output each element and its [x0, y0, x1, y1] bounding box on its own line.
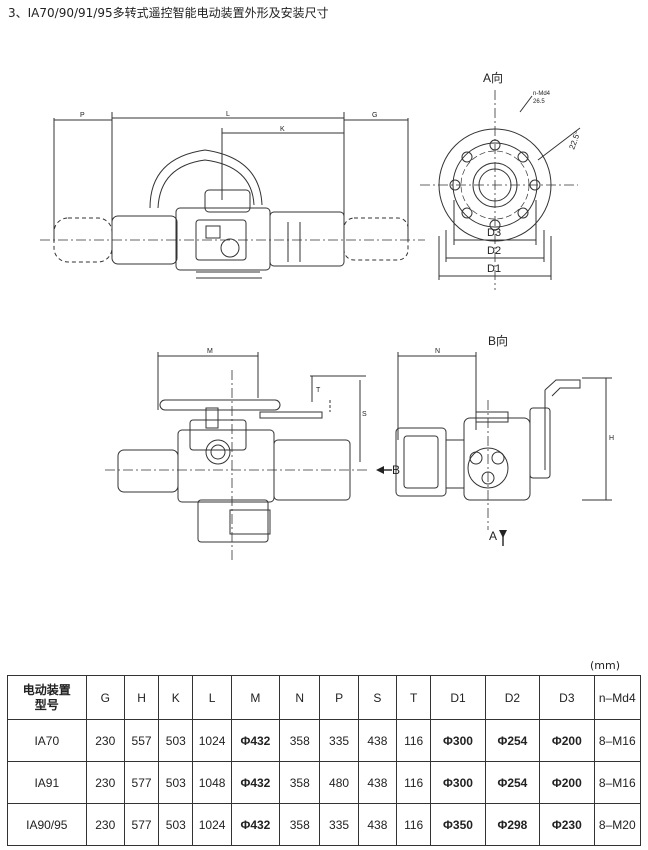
dim-p: P [80, 112, 85, 119]
cell: 8–M16 [593, 761, 642, 804]
cell: 8–M16 [593, 719, 642, 762]
table-header-row: 电动装置 型号 G H K L M N P S T D1 D2 D3 n–Md4 [7, 675, 642, 720]
header-p: P [319, 675, 359, 720]
cell: Φ432 [230, 803, 281, 846]
cell: Φ254 [484, 719, 541, 762]
cell: 557 [123, 719, 160, 762]
spec-table: 电动装置 型号 G H K L M N P S T D1 D2 D3 n–Md4… [7, 675, 642, 846]
arrow-a-label: A [489, 529, 497, 543]
cell: 358 [279, 761, 321, 804]
cell: 438 [357, 803, 398, 846]
cell: 116 [396, 719, 432, 762]
flange-view-drawing [420, 90, 581, 290]
cell: 230 [85, 761, 125, 804]
dim-g: G [372, 112, 377, 119]
cell: 335 [319, 803, 359, 846]
dim-h: H [609, 435, 614, 442]
table-row: IA90/95 230 577 503 1024 Φ432 358 335 43… [7, 803, 642, 846]
cell: 438 [357, 719, 398, 762]
header-model: 电动装置 型号 [7, 675, 87, 720]
cell: 335 [319, 719, 359, 762]
cell: 1024 [192, 719, 232, 762]
cell: 358 [279, 719, 321, 762]
header-n: N [279, 675, 321, 720]
arrow-b [376, 466, 384, 474]
cell: 116 [396, 761, 432, 804]
dim-d1: D1 [487, 263, 501, 275]
header-h: H [123, 675, 160, 720]
header-l: L [192, 675, 232, 720]
cell: 8–M20 [593, 803, 642, 846]
cell: Φ298 [484, 803, 541, 846]
front-view-drawing [105, 352, 370, 560]
dim-d2: D2 [487, 245, 501, 257]
cell-model: IA70 [7, 719, 87, 762]
cell-model: IA90/95 [7, 803, 87, 846]
dim-depth: 26.5 [533, 99, 545, 105]
side-view-drawing [40, 112, 425, 279]
dim-d3: D3 [487, 227, 501, 239]
dim-t: T [316, 387, 321, 394]
cell: 230 [85, 719, 125, 762]
dim-n: N [435, 348, 440, 355]
page-title: 3、IA70/90/91/95多转式遥控智能电动装置外形及安装尺寸 [8, 6, 329, 20]
header-t: T [396, 675, 432, 720]
cell: Φ300 [430, 761, 486, 804]
cell: 480 [319, 761, 359, 804]
table-row: IA91 230 577 503 1048 Φ432 358 480 438 1… [7, 761, 642, 804]
cell: 116 [396, 803, 432, 846]
cell: Φ200 [539, 761, 595, 804]
cell: Φ254 [484, 761, 541, 804]
cell: Φ230 [539, 803, 595, 846]
cell: 230 [85, 803, 125, 846]
b-view-drawing [395, 352, 612, 530]
cell: 1048 [192, 761, 232, 804]
dim-l: L [226, 111, 230, 118]
cell: Φ432 [230, 761, 281, 804]
dim-angle: 22.5° [567, 130, 582, 151]
cell: 1024 [192, 803, 232, 846]
view-a-label: A向 [483, 70, 503, 85]
header-d2: D2 [484, 675, 541, 720]
header-n-md4: n–Md4 [593, 675, 642, 720]
table-row: IA70 230 557 503 1024 Φ432 358 335 438 1… [7, 719, 642, 762]
dim-k: K [280, 126, 285, 133]
cell: Φ200 [539, 719, 595, 762]
cell: Φ432 [230, 719, 281, 762]
dim-m: M [207, 348, 213, 355]
cell: 358 [279, 803, 321, 846]
header-d3: D3 [539, 675, 595, 720]
header-s: S [357, 675, 398, 720]
cell: 577 [123, 761, 160, 804]
dim-n-md4: n-Md4 [533, 91, 551, 97]
cell: Φ300 [430, 719, 486, 762]
header-model-line2: 型号 [34, 697, 59, 712]
header-k: K [158, 675, 194, 720]
cell-model: IA91 [7, 761, 87, 804]
header-g: G [85, 675, 125, 720]
dim-s: S [362, 411, 367, 418]
cell: 503 [158, 803, 194, 846]
arrow-b-label: B [392, 463, 400, 477]
cell: 503 [158, 761, 194, 804]
cell: 438 [357, 761, 398, 804]
dimension-drawings: A向 B向 A B P L K G M N T S H D3 D2 D1 n-M… [40, 70, 614, 560]
header-m: M [230, 675, 281, 720]
unit-label: (mm) [589, 659, 620, 672]
cell: Φ350 [430, 803, 486, 846]
header-model-line1: 电动装置 [22, 682, 71, 697]
header-d1: D1 [430, 675, 486, 720]
cell: 503 [158, 719, 194, 762]
view-b-label: B向 [488, 333, 508, 348]
cell: 577 [123, 803, 160, 846]
